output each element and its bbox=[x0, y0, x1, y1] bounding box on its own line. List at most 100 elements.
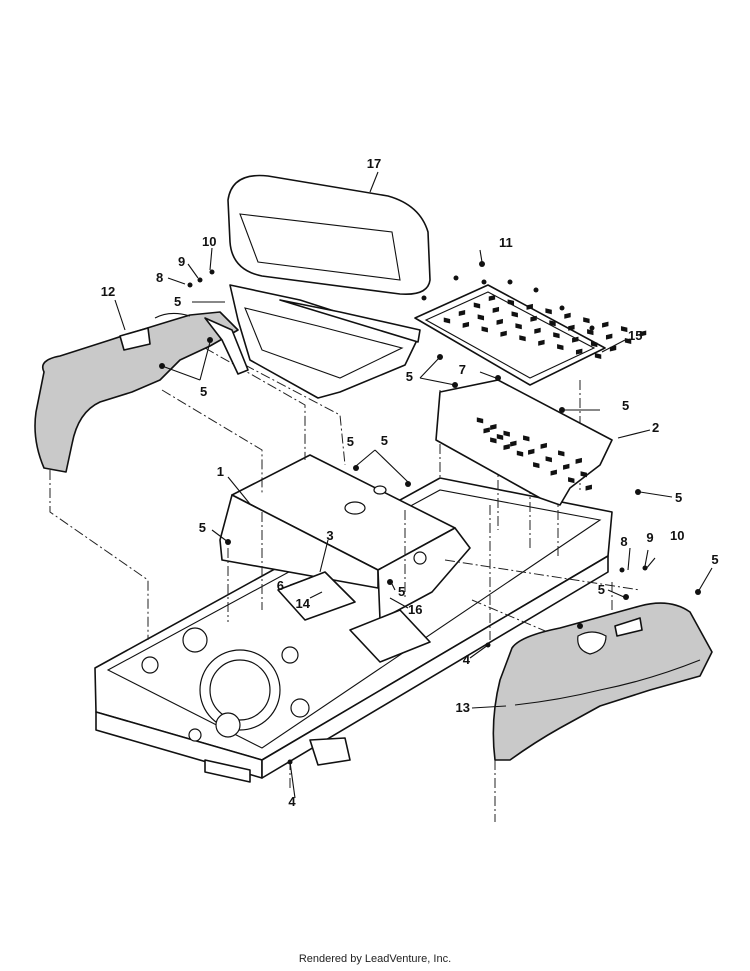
callout-5: 5 bbox=[347, 434, 354, 449]
callout-3: 3 bbox=[326, 528, 333, 543]
tread-diamond bbox=[549, 320, 556, 327]
callout-9: 9 bbox=[178, 254, 185, 269]
tread-diamond bbox=[568, 477, 575, 484]
tread-diamond bbox=[538, 339, 545, 346]
tread-diamond bbox=[639, 330, 647, 337]
callout-16: 16 bbox=[408, 602, 422, 617]
main-frame bbox=[94, 477, 613, 783]
tread-diamond bbox=[519, 335, 526, 342]
tread-diamond bbox=[568, 324, 575, 331]
callout-5: 5 bbox=[675, 490, 682, 505]
tread-diamond bbox=[553, 332, 560, 339]
right-fender bbox=[492, 602, 713, 761]
callout-5: 5 bbox=[398, 584, 405, 599]
callout-8: 8 bbox=[620, 534, 627, 549]
callout-5: 5 bbox=[622, 398, 629, 413]
callout-5: 5 bbox=[200, 384, 207, 399]
tread-diamond bbox=[572, 336, 579, 343]
callout-4: 4 bbox=[463, 652, 471, 667]
tread-diamond bbox=[443, 317, 451, 324]
callout-15: 15 bbox=[628, 328, 642, 343]
tread-diamond bbox=[526, 303, 533, 310]
footer-credit: Rendered by LeadVenture, Inc. bbox=[298, 953, 452, 965]
callout-9: 9 bbox=[646, 530, 653, 545]
tread-diamond bbox=[575, 348, 583, 355]
left-fender bbox=[34, 311, 249, 473]
tread-diamond bbox=[545, 456, 552, 463]
callout-4: 4 bbox=[288, 794, 296, 809]
tread-diamond bbox=[516, 450, 524, 457]
callout-13: 13 bbox=[456, 700, 470, 715]
tread-diamond bbox=[609, 345, 617, 352]
callout-6: 6 bbox=[277, 578, 284, 593]
callout-11: 11 bbox=[499, 235, 513, 250]
center-plate bbox=[219, 454, 471, 663]
callout-10: 10 bbox=[202, 234, 216, 249]
tread-diamond bbox=[507, 299, 515, 306]
tread-diamond bbox=[503, 444, 510, 450]
tread-diamond bbox=[510, 440, 517, 447]
tread-diamond bbox=[575, 457, 582, 464]
floor-pan-diamonds-right bbox=[523, 435, 592, 491]
tread-diamond bbox=[602, 321, 609, 328]
tread-diamond bbox=[587, 329, 594, 336]
callout-8: 8 bbox=[156, 270, 163, 285]
callout-labels: 17 11 15 5 7 5 2 5 5 12 8 9 10 5 5 1 5 3… bbox=[101, 156, 719, 809]
callout-7: 7 bbox=[459, 362, 466, 377]
tread-diamond bbox=[492, 306, 500, 313]
tread-diamond bbox=[563, 463, 570, 470]
tread-diamond bbox=[545, 308, 552, 315]
callout-5: 5 bbox=[381, 433, 388, 448]
tread-diamond bbox=[557, 344, 564, 351]
callout-1: 1 bbox=[217, 464, 224, 479]
tread-diamond bbox=[458, 309, 466, 316]
tread-diamond bbox=[496, 434, 504, 440]
tread-diamond bbox=[583, 317, 590, 324]
tread-diamond bbox=[500, 330, 507, 337]
tread-diamond bbox=[483, 427, 490, 434]
tread-diamond bbox=[530, 315, 537, 322]
callout-5: 5 bbox=[598, 582, 605, 597]
callout-14: 14 bbox=[296, 596, 311, 611]
tread-diamond bbox=[523, 435, 530, 442]
callout-5: 5 bbox=[711, 552, 718, 567]
callout-5: 5 bbox=[406, 369, 413, 384]
tread-diamond bbox=[590, 341, 598, 348]
tread-diamond bbox=[503, 430, 510, 437]
seat bbox=[227, 174, 431, 399]
floor-pan-diamonds-left bbox=[476, 417, 524, 457]
callout-5: 5 bbox=[199, 520, 206, 535]
tread-diamond bbox=[462, 321, 470, 328]
callout-2: 2 bbox=[652, 420, 659, 435]
fasteners bbox=[159, 261, 701, 765]
tread-diamond bbox=[490, 424, 497, 430]
tread-diamond bbox=[533, 462, 540, 469]
callout-10: 10 bbox=[670, 528, 684, 543]
tread-diamond bbox=[511, 311, 518, 318]
tread-diamond bbox=[620, 326, 628, 333]
tread-diamond bbox=[594, 353, 602, 360]
tread-diamond bbox=[528, 448, 535, 455]
tread-diamond bbox=[550, 469, 557, 476]
callout-12: 12 bbox=[101, 284, 115, 299]
tread-diamond bbox=[477, 314, 485, 321]
tread-diamond bbox=[473, 302, 481, 309]
floor-pan bbox=[435, 379, 613, 506]
tread-diamond bbox=[496, 318, 503, 325]
treadplate bbox=[414, 284, 606, 386]
treadplate-diamonds bbox=[443, 294, 647, 360]
tread-diamond bbox=[534, 327, 541, 334]
tread-diamond bbox=[605, 333, 613, 340]
tread-diamond bbox=[624, 338, 632, 345]
tread-diamond bbox=[515, 323, 522, 330]
tread-diamond bbox=[481, 326, 488, 333]
tread-diamond bbox=[540, 442, 547, 449]
tread-diamond bbox=[488, 294, 496, 301]
tread-diamond bbox=[558, 450, 565, 457]
tread-diamond bbox=[580, 471, 587, 478]
tread-diamond bbox=[490, 437, 497, 444]
tread-diamond bbox=[564, 312, 571, 319]
callout-5: 5 bbox=[174, 294, 181, 309]
callout-17: 17 bbox=[367, 156, 381, 171]
